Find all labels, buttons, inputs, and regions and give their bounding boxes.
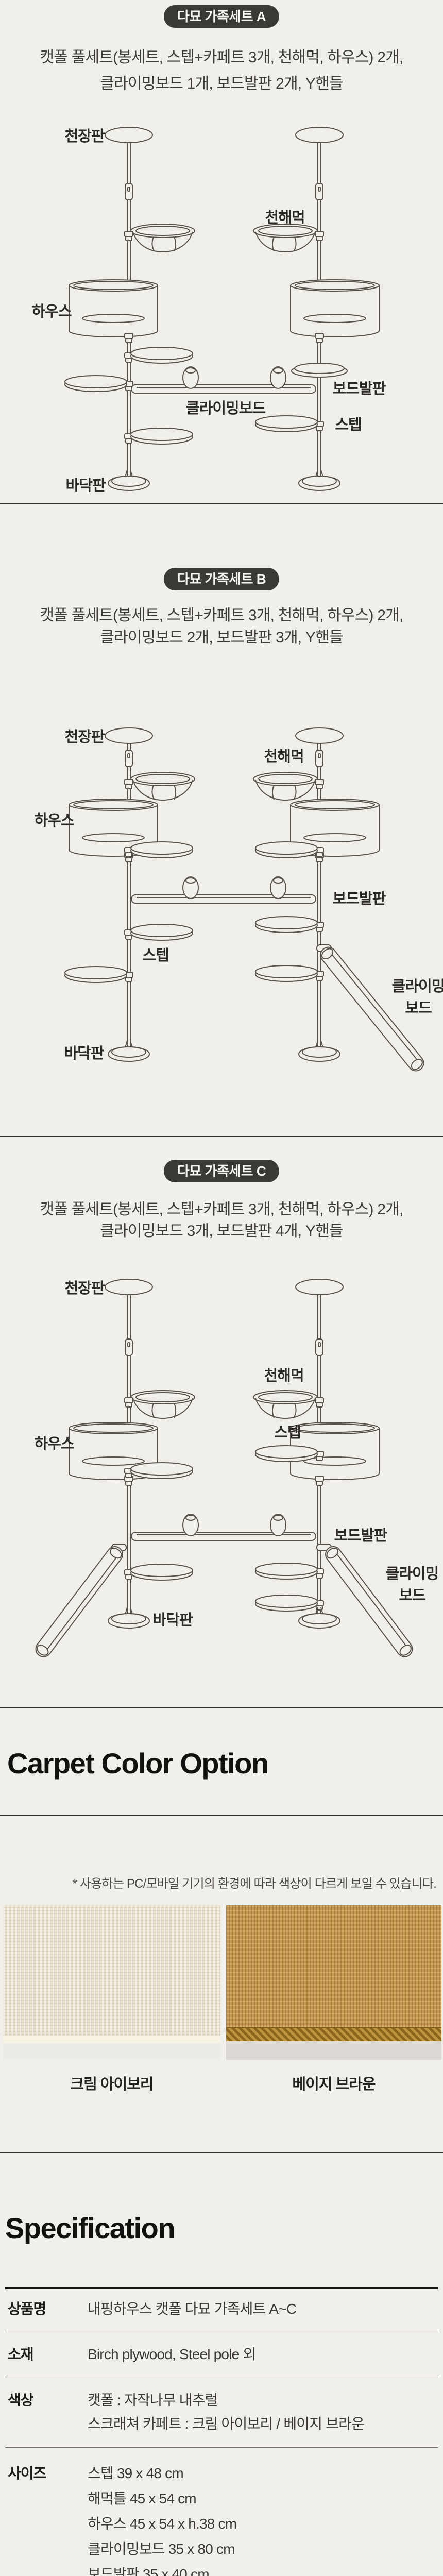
spec-row-material-label: 소재 bbox=[8, 2346, 34, 2362]
set-b-label-board: 보드발판 bbox=[332, 891, 386, 907]
spec-row-color-line1: 캣폴 : 자작나무 내추럴 bbox=[88, 2392, 218, 2408]
set-c-label-climbing-line2: 보드 bbox=[399, 1587, 425, 1604]
spec-row-line-3 bbox=[5, 2447, 438, 2448]
set-b-illustration bbox=[0, 727, 424, 1072]
divider-carpet-top bbox=[0, 1707, 443, 1708]
carpet-swatch-beige-brown bbox=[226, 1905, 441, 2060]
set-b-label-hammock: 천해먹 bbox=[264, 749, 304, 765]
divider-carpet-heading bbox=[0, 1815, 443, 1816]
set-c-label-house: 하우스 bbox=[34, 1436, 74, 1452]
set-b-label-climbing-line2: 보드 bbox=[405, 1000, 432, 1016]
spec-row-name-label: 상품명 bbox=[8, 2301, 46, 2317]
set-a-label-climbing: 클라이밍보드 bbox=[185, 400, 266, 417]
set-a-diagram bbox=[0, 118, 443, 502]
set-c-label-ceiling: 천장판 bbox=[64, 1280, 105, 1297]
set-c-label-hammock: 천해먹 bbox=[264, 1368, 304, 1384]
set-a-label-ceiling: 천장판 bbox=[64, 128, 105, 145]
spec-row-size-line2: 해먹틀 45 x 54 cm bbox=[88, 2490, 197, 2506]
spec-row-size-label: 사이즈 bbox=[8, 2465, 46, 2481]
set-c-label-climbing-line1: 클라이밍 bbox=[385, 1566, 439, 1582]
set-b-badge: 다묘 가족세트 B bbox=[163, 568, 280, 590]
set-b-label-climbing-line1: 클라이밍 bbox=[391, 978, 443, 995]
spec-row-name-value: 내핑하우스 캣폴 다묘 가족세트 A~C bbox=[88, 2298, 297, 2320]
set-b-diagram bbox=[0, 719, 443, 1100]
set-a-desc-line1: 캣폴 풀세트(봉세트, 스텝+카페트 3개, 천해먹, 하우스) 2개, bbox=[40, 49, 403, 66]
carpet-label-cream-ivory: 크림 아이보리 bbox=[70, 2076, 154, 2093]
set-c-desc-line2: 클라이밍보드 3개, 보드발판 4개, Y핸들 bbox=[100, 1223, 343, 1240]
spec-row-color-value: 캣폴 : 자작나무 내추럴 스크래쳐 카페트 : 크림 아이보리 / 베이지 브… bbox=[88, 2388, 365, 2436]
set-a-label-step: 스텝 bbox=[335, 417, 362, 433]
spec-row-color-label: 색상 bbox=[8, 2392, 34, 2408]
spec-row-color-line2: 스크래쳐 카페트 : 크림 아이보리 / 베이지 브라운 bbox=[88, 2416, 365, 2432]
spec-row-size-line5: 보드발판 35 x 40 cm bbox=[88, 2566, 210, 2576]
spec-row-name-line1: 내핑하우스 캣폴 다묘 가족세트 A~C bbox=[88, 2301, 297, 2317]
set-c-desc-line1: 캣폴 풀세트(봉세트, 스텝+카페트 3개, 천해먹, 하우스) 2개, bbox=[40, 1201, 403, 1218]
set-c-illustration bbox=[35, 1279, 413, 1657]
set-a-label-hammock: 천해먹 bbox=[265, 210, 305, 226]
carpet-color-note: * 사용하는 PC/모바일 기기의 환경에 따라 색상이 다르게 보일 수 있습… bbox=[72, 1877, 436, 1891]
set-c-label-board: 보드발판 bbox=[334, 1528, 388, 1544]
spec-row-material-value: Birch plywood, Steel pole 외 bbox=[88, 2343, 256, 2366]
set-b-desc-line2: 클라이밍보드 2개, 보드발판 3개, Y핸들 bbox=[100, 629, 343, 646]
spec-row-size-line1: 스텝 39 x 48 cm bbox=[88, 2465, 184, 2481]
set-c-label-step: 스텝 bbox=[274, 1425, 301, 1441]
set-c-diagram bbox=[0, 1270, 443, 1677]
set-a-label-floor: 바닥판 bbox=[65, 478, 106, 494]
divider-b-c bbox=[0, 1136, 443, 1137]
spec-row-material-line1: Birch plywood, Steel pole 외 bbox=[88, 2346, 256, 2362]
divider-a-b bbox=[0, 503, 443, 504]
carpet-swatch-cream-ivory bbox=[3, 1905, 220, 2060]
set-b-label-step: 스텝 bbox=[142, 947, 169, 964]
carpet-label-beige-brown: 베이지 브라운 bbox=[292, 2076, 376, 2093]
spec-row-size-line4: 클라이밍보드 35 x 80 cm bbox=[88, 2541, 235, 2557]
spec-table-top-line bbox=[5, 2287, 438, 2289]
set-b-desc-line1: 캣폴 풀세트(봉세트, 스텝+카페트 3개, 천해먹, 하우스) 2개, bbox=[40, 607, 403, 624]
carpet-swatch-cream-edge bbox=[3, 2036, 220, 2060]
set-a-desc-line2: 클라이밍보드 1개, 보드발판 2개, Y핸들 bbox=[100, 75, 343, 92]
set-b-label-floor: 바닥판 bbox=[64, 1045, 104, 1062]
set-c-badge: 다묘 가족세트 C bbox=[163, 1160, 280, 1182]
carpet-section-title: Carpet Color Option bbox=[7, 1747, 269, 1780]
set-a-label-house: 하우스 bbox=[31, 303, 72, 320]
set-a-badge: 다묘 가족세트 A bbox=[163, 5, 280, 28]
divider-spec-top bbox=[0, 2152, 443, 2153]
spec-section-title: Specification bbox=[5, 2212, 176, 2244]
set-b-label-house: 하우스 bbox=[34, 812, 74, 829]
carpet-swatch-brown-edge bbox=[226, 2027, 441, 2060]
spec-row-size-line3: 하우스 45 x 54 x h.38 cm bbox=[88, 2516, 237, 2532]
set-a-illustration bbox=[0, 127, 443, 491]
set-c-label-floor: 바닥판 bbox=[152, 1612, 193, 1629]
spec-row-size-value: 스텝 39 x 48 cm 해먹틀 45 x 54 cm 하우스 45 x 54… bbox=[88, 2461, 237, 2576]
set-a-label-board: 보드발판 bbox=[332, 381, 386, 397]
set-b-label-ceiling: 천장판 bbox=[64, 729, 105, 745]
